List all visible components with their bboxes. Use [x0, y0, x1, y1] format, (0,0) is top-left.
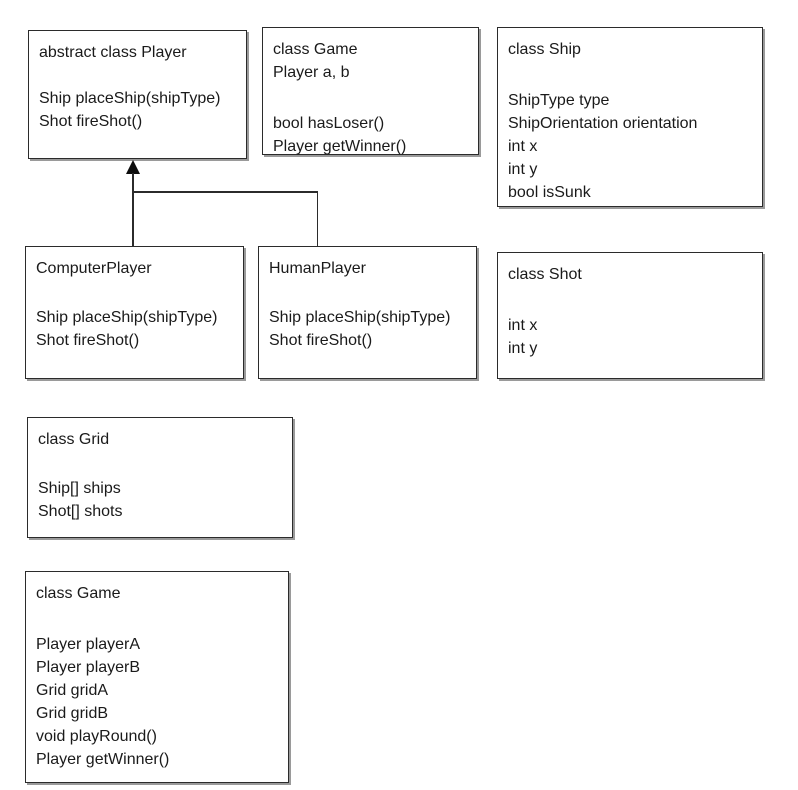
inheritance-stem-vertical	[132, 173, 134, 247]
spacer	[36, 280, 243, 306]
class-box-body: class Game Player a, b bool hasLoser() P…	[263, 28, 478, 166]
inheritance-branch-vertical-human	[316, 191, 318, 247]
member-line: Player playerB	[36, 659, 141, 676]
class-box-body: abstract class Player Ship placeShip(shi…	[29, 31, 246, 141]
member-list-human-player: Ship placeShip(shipType) Shot fireShot()	[269, 306, 476, 352]
class-box-player[interactable]: abstract class Player Ship placeShip(shi…	[28, 30, 247, 159]
class-box-game-bottom[interactable]: class Game Player playerA Player playerB…	[25, 571, 289, 783]
spacer	[508, 61, 762, 89]
member-line: int x	[508, 138, 538, 155]
class-box-ship[interactable]: class Ship ShipType type ShipOrientation…	[497, 27, 763, 207]
member-line: Player playerA	[36, 636, 141, 653]
class-title-human-player: HumanPlayer	[269, 260, 366, 277]
member-line: Shot fireShot()	[269, 332, 373, 349]
spacer	[269, 280, 476, 306]
spacer	[508, 286, 762, 314]
spacer	[39, 64, 246, 87]
member-line: Grid gridA	[36, 682, 109, 699]
class-box-body: class Ship ShipType type ShipOrientation…	[498, 28, 762, 212]
member-list-game-top: bool hasLoser() Player getWinner()	[273, 112, 478, 158]
class-title-computer-player: ComputerPlayer	[36, 260, 152, 277]
member-line: ShipOrientation orientation	[508, 115, 698, 132]
class-title-ship: class Ship	[508, 41, 581, 58]
member-line: Ship[] ships	[38, 480, 121, 497]
member-line: Ship placeShip(shipType)	[269, 309, 451, 326]
class-box-body: class Game Player playerA Player playerB…	[26, 572, 288, 779]
member-list-player: Ship placeShip(shipType) Shot fireShot()	[39, 87, 246, 133]
member-line: int y	[508, 161, 538, 178]
class-box-grid[interactable]: class Grid Ship[] ships Shot[] shots	[27, 417, 293, 538]
class-title-game-bottom: class Game	[36, 585, 121, 602]
member-list-shot: int x int y	[508, 314, 762, 360]
member-line: Ship placeShip(shipType)	[39, 90, 221, 107]
member-list-grid: Ship[] ships Shot[] shots	[38, 477, 292, 523]
member-line: bool hasLoser()	[273, 115, 385, 132]
inheritance-branch-horizontal	[132, 191, 318, 193]
field-line: Player a, b	[273, 64, 350, 81]
class-box-body: class Shot int x int y	[498, 253, 762, 368]
class-box-computer-player[interactable]: ComputerPlayer Ship placeShip(shipType) …	[25, 246, 244, 379]
class-box-game-top[interactable]: class Game Player a, b bool hasLoser() P…	[262, 27, 479, 155]
member-list-computer-player: Ship placeShip(shipType) Shot fireShot()	[36, 306, 243, 352]
spacer	[273, 84, 478, 112]
member-line: Player getWinner()	[36, 751, 170, 768]
class-title-game-top: class Game	[273, 41, 358, 58]
member-line: Ship placeShip(shipType)	[36, 309, 218, 326]
spacer	[38, 451, 292, 477]
member-line: int y	[508, 340, 538, 357]
member-line: Grid gridB	[36, 705, 109, 722]
member-list-game-bottom: Player playerA Player playerB Grid gridA…	[36, 633, 288, 771]
inheritance-arrowhead-icon	[126, 160, 140, 174]
member-line: ShipType type	[508, 92, 610, 109]
class-box-body: class Grid Ship[] ships Shot[] shots	[28, 418, 292, 531]
spacer	[36, 605, 288, 633]
class-title-shot: class Shot	[508, 266, 582, 283]
class-box-shot[interactable]: class Shot int x int y	[497, 252, 763, 379]
member-line: void playRound()	[36, 728, 157, 745]
class-box-human-player[interactable]: HumanPlayer Ship placeShip(shipType) Sho…	[258, 246, 477, 379]
class-title-grid: class Grid	[38, 431, 110, 448]
member-line: Player getWinner()	[273, 138, 407, 155]
member-line: bool isSunk	[508, 184, 591, 201]
class-box-body: HumanPlayer Ship placeShip(shipType) Sho…	[259, 247, 476, 360]
member-line: Shot fireShot()	[36, 332, 140, 349]
member-line: int x	[508, 317, 538, 334]
member-line: Shot fireShot()	[39, 113, 143, 130]
class-box-body: ComputerPlayer Ship placeShip(shipType) …	[26, 247, 243, 360]
member-line: Shot[] shots	[38, 503, 123, 520]
class-title-player: abstract class Player	[39, 44, 187, 61]
member-list-ship: ShipType type ShipOrientation orientatio…	[508, 89, 762, 204]
